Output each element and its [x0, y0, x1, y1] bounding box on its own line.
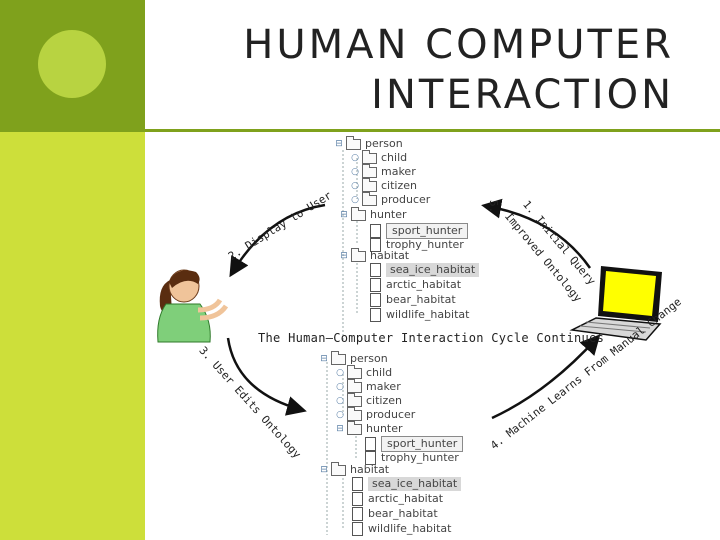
tree-node-wildlife-habitat[interactable]: wildlife_habitat: [352, 522, 451, 536]
document-icon: [352, 522, 363, 536]
tree-node-wildlife-habitat[interactable]: wildlife_habitat: [370, 308, 469, 322]
folder-icon: [347, 424, 362, 435]
tree-node-child[interactable]: ○child: [351, 151, 407, 165]
tree-node-sea-ice-habitat[interactable]: sea_ice_habitat: [370, 263, 479, 277]
tree-node-maker[interactable]: ○maker: [351, 165, 416, 179]
folder-icon: [346, 139, 361, 150]
tree-node-sport-hunter[interactable]: sport_hunter: [365, 436, 463, 450]
folder-icon: [347, 396, 362, 407]
tree-node-citizen[interactable]: ○citizen: [351, 179, 417, 193]
document-icon: [352, 477, 363, 491]
tree-node-arctic-habitat[interactable]: arctic_habitat: [352, 492, 443, 506]
document-icon: [370, 224, 381, 238]
tree-node-child[interactable]: ○child: [336, 366, 392, 380]
document-icon: [370, 308, 381, 322]
folder-icon: [351, 210, 366, 221]
tree-node-producer[interactable]: ○producer: [351, 193, 430, 207]
document-icon: [365, 437, 376, 451]
tree-node-bear-habitat[interactable]: bear_habitat: [370, 293, 456, 307]
person-illustration: [158, 270, 226, 342]
step-5-label: 5.: [487, 200, 500, 213]
tree-node-maker[interactable]: ○maker: [336, 380, 401, 394]
folder-icon: [351, 251, 366, 262]
folder-icon: [362, 167, 377, 178]
document-icon: [370, 293, 381, 307]
folder-icon: [347, 410, 362, 421]
tree-node-habitat[interactable]: ⊟habitat: [340, 249, 409, 263]
tree-node-sea-ice-habitat[interactable]: sea_ice_habitat: [352, 477, 461, 491]
folder-icon: [331, 354, 346, 365]
document-icon: [370, 278, 381, 292]
tree-node-habitat[interactable]: ⊟habitat: [320, 463, 389, 477]
cycle-caption: The Human–Computer Interaction Cycle Con…: [258, 331, 604, 345]
document-icon: [352, 492, 363, 506]
folder-icon: [331, 465, 346, 476]
tree-node-bear-habitat[interactable]: bear_habitat: [352, 507, 438, 521]
folder-icon: [347, 368, 362, 379]
tree-node-hunter[interactable]: ⊟hunter: [340, 208, 407, 222]
folder-icon: [347, 382, 362, 393]
tree-node-sport-hunter[interactable]: sport_hunter: [370, 223, 468, 237]
folder-icon: [362, 195, 377, 206]
tree-node-hunter[interactable]: ⊟hunter: [336, 422, 403, 436]
tree-node-citizen[interactable]: ○citizen: [336, 394, 402, 408]
document-icon: [352, 507, 363, 521]
document-icon: [370, 263, 381, 277]
folder-icon: [362, 153, 377, 164]
folder-icon: [362, 181, 377, 192]
tree-node-arctic-habitat[interactable]: arctic_habitat: [370, 278, 461, 292]
